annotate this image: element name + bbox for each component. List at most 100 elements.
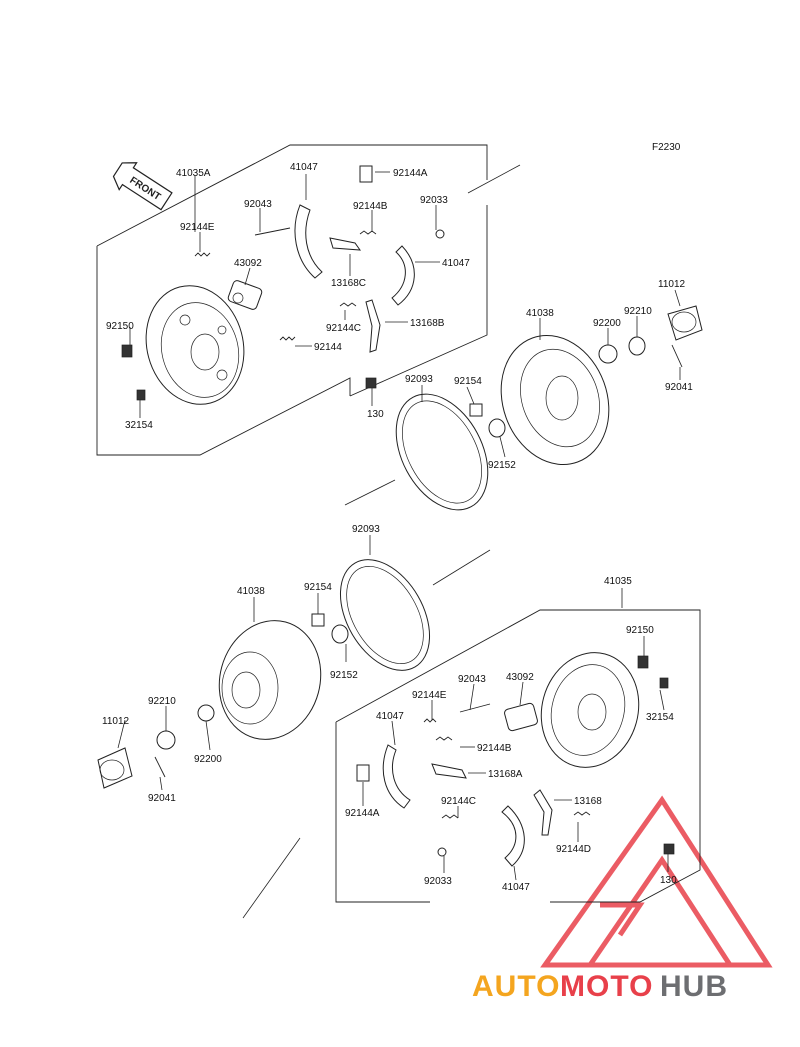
callout-13168B: 13168B xyxy=(410,318,445,329)
clip-lower-033 xyxy=(437,847,447,857)
callout-92041: 92041 xyxy=(665,382,693,393)
brake-shoe-upper-b xyxy=(391,245,415,306)
callout-41035: 41035 xyxy=(604,576,632,587)
spring-upper-e xyxy=(194,252,211,257)
bolt-upper-154b xyxy=(469,403,483,417)
callout-92200b: 92200 xyxy=(194,754,222,765)
callout-92093b: 92093 xyxy=(352,524,380,535)
washer-upper-200 xyxy=(598,344,618,364)
callout-92150: 92150 xyxy=(106,321,134,332)
spring-lower-c xyxy=(441,814,459,819)
lever-lower-13168 xyxy=(533,789,553,836)
callout-41038: 41038 xyxy=(526,308,554,319)
callout-92144D: 92144D xyxy=(556,844,591,855)
bolt-lower-130 xyxy=(663,843,675,855)
callout-13168: 13168 xyxy=(574,796,602,807)
seal-upper-152 xyxy=(488,418,506,438)
callout-92144E: 92144E xyxy=(180,222,215,233)
callout-92200: 92200 xyxy=(593,318,621,329)
callout-32154: 32154 xyxy=(125,420,153,431)
cap-lower-11012 xyxy=(97,747,133,789)
pin-upper xyxy=(254,227,291,236)
lever-upper-c xyxy=(329,237,362,251)
watermark-hub: HUB xyxy=(660,970,728,1003)
callout-13168A: 13168A xyxy=(488,769,523,780)
callout-41038b: 41038 xyxy=(237,586,265,597)
front-arrow-icon: FRONT xyxy=(112,162,173,211)
callout-92144Ab: 92144A xyxy=(345,808,380,819)
callout-41035A: 41035A xyxy=(176,168,211,179)
guide-line xyxy=(432,549,491,586)
bolt-lower-154 xyxy=(311,613,325,627)
brake-panel-upper xyxy=(145,285,245,405)
seal-lower-152 xyxy=(331,624,349,644)
callout-92150b: 92150 xyxy=(626,625,654,636)
automotohub-logo-icon xyxy=(540,795,773,968)
lever-lower-a xyxy=(431,763,467,779)
callout-92154: 92154 xyxy=(454,376,482,387)
callout-11012b: 11012 xyxy=(102,716,130,727)
upper-assembly-box xyxy=(96,144,521,456)
callout-92154b: 92154 xyxy=(304,582,332,593)
leader-lines xyxy=(117,171,681,881)
callout-92144Eb: 92144E xyxy=(412,690,447,701)
lower-assembly-box xyxy=(335,609,701,903)
callout-41047d: 41047 xyxy=(502,882,530,893)
clip-lower xyxy=(356,764,370,782)
cap-upper-11012 xyxy=(667,305,703,341)
spring-lower-e xyxy=(423,718,437,723)
clip-upper xyxy=(359,165,373,183)
watermark-auto: AUTO xyxy=(472,970,560,1003)
callout-41047b: 41047 xyxy=(442,258,470,269)
callout-130: 130 xyxy=(367,409,384,420)
brake-drum-upper xyxy=(500,334,610,466)
bolt-upper-130 xyxy=(365,377,377,389)
brake-shoe-lower-b xyxy=(501,805,525,867)
spring-lower-d xyxy=(573,811,591,816)
spring-upper xyxy=(279,336,296,341)
callout-92144Cb: 92144C xyxy=(441,796,476,807)
callout-92033: 92033 xyxy=(420,195,448,206)
callout-130b: 130 xyxy=(660,875,677,886)
pin-lower-041 xyxy=(154,756,166,778)
callout-92093: 92093 xyxy=(405,374,433,385)
pin-upper-041 xyxy=(671,344,683,368)
lever-upper-b xyxy=(365,299,381,353)
guide-line xyxy=(242,837,301,919)
spring-lower-b xyxy=(435,736,453,741)
bolt-lower-32154 xyxy=(659,677,669,689)
callout-43092b: 43092 xyxy=(506,672,534,683)
callout-labels: 41035A 41047 92144A 92043 92144B 92033 9… xyxy=(102,162,693,893)
callout-92144Bb: 92144B xyxy=(477,743,512,754)
o-ring-lower xyxy=(339,559,431,671)
callout-92041b: 92041 xyxy=(148,793,176,804)
callout-92152: 92152 xyxy=(488,460,516,471)
watermark-text: AUTO MOTO HUB xyxy=(472,970,728,1003)
watermark-moto: MOTO xyxy=(560,970,653,1003)
callout-92210b: 92210 xyxy=(148,696,176,707)
nut-upper-210 xyxy=(628,336,646,356)
callout-92152b: 92152 xyxy=(330,670,358,681)
callout-11012: 11012 xyxy=(658,279,686,290)
o-ring-upper xyxy=(395,393,489,511)
nut-lower-210 xyxy=(156,730,176,750)
callout-92144C: 92144C xyxy=(326,323,361,334)
callout-92210: 92210 xyxy=(624,306,652,317)
bolt-lower-150 xyxy=(637,655,649,669)
bolt-upper-150 xyxy=(121,344,133,358)
callout-41047c: 41047 xyxy=(376,711,404,722)
clip-upper-033 xyxy=(435,229,445,239)
brake-shoe-lower-a xyxy=(382,744,411,809)
brake-panel-lower xyxy=(540,652,640,768)
bolt-upper-154 xyxy=(136,389,146,401)
figure-code: F2230 xyxy=(652,142,681,153)
callout-92043b: 92043 xyxy=(458,674,486,685)
brake-drum-lower xyxy=(218,620,322,740)
spring-upper-b xyxy=(359,230,377,235)
wheel-cylinder-upper xyxy=(227,280,263,310)
callout-92144A: 92144A xyxy=(393,168,428,179)
callout-41047: 41047 xyxy=(290,162,318,173)
callout-32154b: 32154 xyxy=(646,712,674,723)
callout-92043: 92043 xyxy=(244,199,272,210)
